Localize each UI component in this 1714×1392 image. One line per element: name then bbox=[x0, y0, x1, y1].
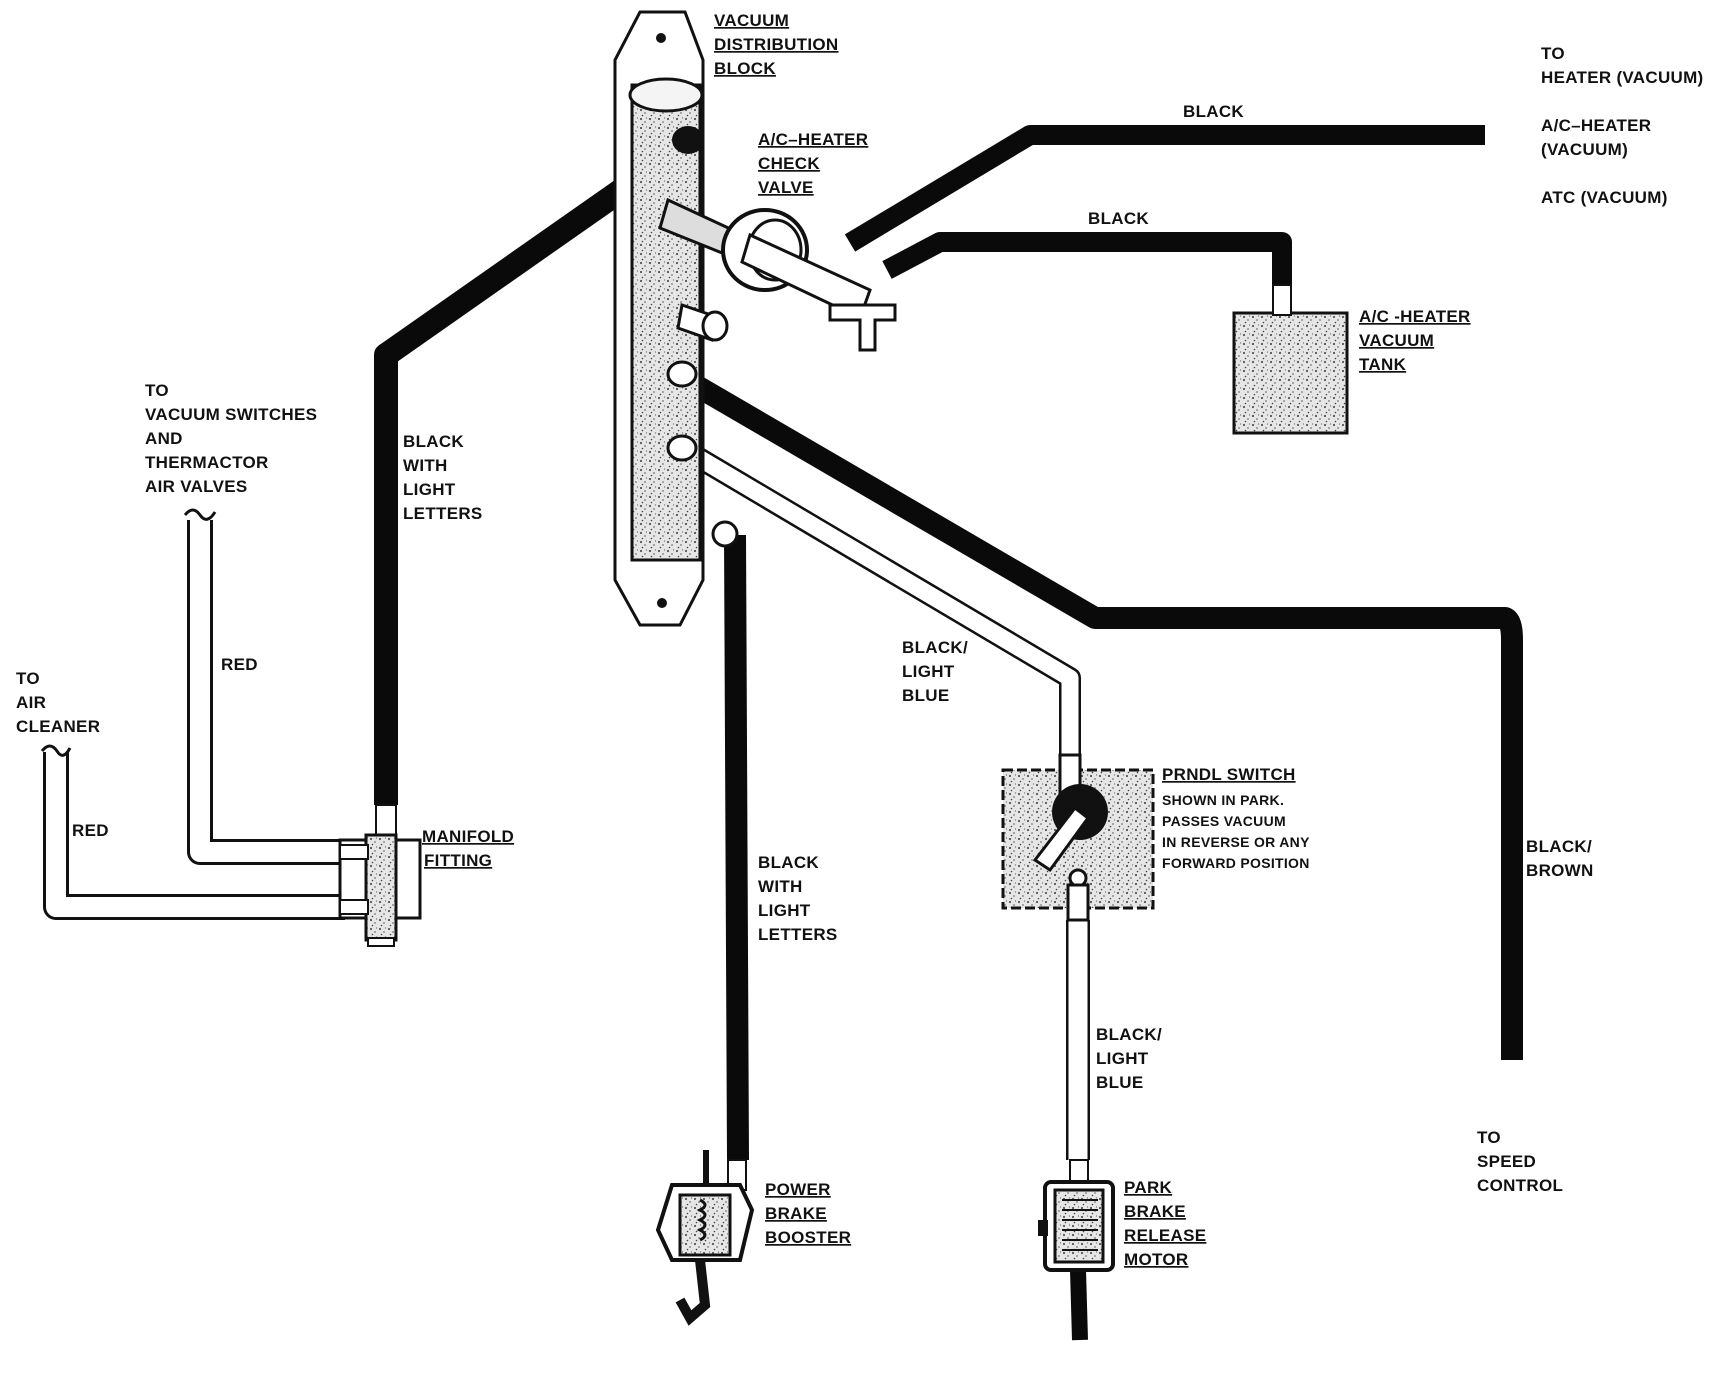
label-black-hose-heater: BLACK bbox=[1183, 102, 1244, 121]
label-vacuum-block-1: VACUUM bbox=[714, 11, 789, 30]
label-prndl-out-3: BLUE bbox=[1096, 1073, 1143, 1092]
label-ac-heater: A/C–HEATER bbox=[1541, 116, 1651, 135]
label-park-motor-4: MOTOR bbox=[1124, 1250, 1188, 1269]
label-prndl-note-2: PASSES VACUUM bbox=[1162, 813, 1286, 829]
label-switches-3: THERMACTOR bbox=[145, 453, 269, 472]
label-prndl-in-1: BLACK/ bbox=[902, 638, 968, 657]
red-hose-vacuum-switches bbox=[190, 520, 345, 862]
black-hose-park-brake-outlet bbox=[1070, 1269, 1088, 1341]
label-air-cleaner-1: AIR bbox=[16, 693, 46, 712]
label-switches-2: AND bbox=[145, 429, 183, 448]
power-brake-booster bbox=[655, 1150, 755, 1326]
manifold-fitting bbox=[338, 804, 422, 947]
ac-heater-vacuum-tank bbox=[1232, 311, 1349, 435]
red-hose-air-cleaner bbox=[46, 752, 345, 917]
prndl-switch bbox=[1001, 753, 1155, 922]
label-switches-to: TO bbox=[145, 381, 169, 400]
label-air-cleaner-2: CLEANER bbox=[16, 717, 100, 736]
label-park-motor-2: BRAKE bbox=[1124, 1202, 1186, 1221]
label-vacuum-tank-3: TANK bbox=[1359, 355, 1407, 374]
label-vacuum-tank-1: A/C -HEATER bbox=[1359, 307, 1471, 326]
hose-end-switches bbox=[183, 508, 217, 521]
nozzle-speed-control bbox=[666, 360, 698, 388]
black-hose-speed-control bbox=[684, 372, 1523, 1060]
black-hose-heater bbox=[844, 125, 1485, 252]
label-manifold-hose-4: LETTERS bbox=[403, 504, 483, 523]
label-red-hose-air-cleaner: RED bbox=[72, 821, 109, 840]
label-park-motor-1: PARK bbox=[1124, 1178, 1173, 1197]
label-prndl-in-3: BLUE bbox=[902, 686, 949, 705]
label-booster-hose-2: WITH bbox=[758, 877, 803, 896]
label-check-valve-3: VALVE bbox=[758, 178, 814, 197]
label-booster-3: BOOSTER bbox=[765, 1228, 851, 1247]
label-booster-hose-3: LIGHT bbox=[758, 901, 811, 920]
ac-heater-check-valve bbox=[721, 208, 897, 352]
vacuum-distribution-block bbox=[613, 10, 768, 627]
label-switches-4: AIR VALVES bbox=[145, 477, 248, 496]
label-manifold-fitting-1: MANIFOLD bbox=[422, 827, 514, 846]
park-brake-release-motor bbox=[1038, 1159, 1115, 1272]
label-manifold-hose-3: LIGHT bbox=[403, 480, 456, 499]
label-red-hose-switches: RED bbox=[221, 655, 258, 674]
label-manifold-hose-1: BLACK bbox=[403, 432, 464, 451]
label-vacuum-tank-2: VACUUM bbox=[1359, 331, 1434, 350]
light-blue-hose-prndl-in-fill bbox=[677, 440, 1079, 760]
label-prndl-note-1: SHOWN IN PARK. bbox=[1162, 792, 1284, 808]
nozzle-booster bbox=[711, 520, 739, 548]
black-hose-booster bbox=[724, 534, 749, 1161]
label-heater-to: TO bbox=[1541, 44, 1565, 63]
label-switches-1: VACUUM SWITCHES bbox=[145, 405, 317, 424]
red-hose-vacuum-switches-outer bbox=[187, 520, 345, 865]
nozzle-manifold bbox=[672, 126, 704, 154]
label-booster-2: BRAKE bbox=[765, 1204, 827, 1223]
hose-end-air-cleaner bbox=[40, 744, 72, 757]
label-check-valve-1: A/C–HEATER bbox=[758, 130, 868, 149]
label-speed-control-2: CONTROL bbox=[1477, 1176, 1563, 1195]
label-prndl-note-4: FORWARD POSITION bbox=[1162, 855, 1310, 871]
label-speed-control-1: SPEED bbox=[1477, 1152, 1536, 1171]
label-manifold-hose-2: WITH bbox=[403, 456, 448, 475]
label-booster-1: POWER bbox=[765, 1180, 831, 1199]
label-speed-hose-1: BLACK/ bbox=[1526, 837, 1592, 856]
label-prndl-out-2: LIGHT bbox=[1096, 1049, 1149, 1068]
label-black-hose-tank: BLACK bbox=[1088, 209, 1149, 228]
label-park-motor-3: RELEASE bbox=[1124, 1226, 1206, 1245]
black-hose-tank bbox=[882, 232, 1292, 285]
label-prndl-out-1: BLACK/ bbox=[1096, 1025, 1162, 1044]
label-speed-control-to: TO bbox=[1477, 1128, 1501, 1147]
nozzle-prndl bbox=[666, 434, 698, 462]
label-prndl-title: PRNDL SWITCH bbox=[1162, 765, 1296, 784]
label-manifold-fitting-2: FITTING bbox=[424, 851, 492, 870]
label-ac-heater-vacuum: (VACUUM) bbox=[1541, 140, 1628, 159]
label-booster-hose-1: BLACK bbox=[758, 853, 819, 872]
label-speed-hose-2: BROWN bbox=[1526, 861, 1594, 880]
label-air-cleaner-to: TO bbox=[16, 669, 40, 688]
label-prndl-in-2: LIGHT bbox=[902, 662, 955, 681]
label-vacuum-block-2: DISTRIBUTION bbox=[714, 35, 838, 54]
label-booster-hose-4: LETTERS bbox=[758, 925, 838, 944]
label-prndl-note-3: IN REVERSE OR ANY bbox=[1162, 834, 1310, 850]
label-heater-vacuum: HEATER (VACUUM) bbox=[1541, 68, 1704, 87]
label-check-valve-2: CHECK bbox=[758, 154, 820, 173]
label-vacuum-block-3: BLOCK bbox=[714, 59, 776, 78]
black-hose-manifold bbox=[374, 130, 700, 805]
label-atc-vacuum: ATC (VACUUM) bbox=[1541, 188, 1668, 207]
